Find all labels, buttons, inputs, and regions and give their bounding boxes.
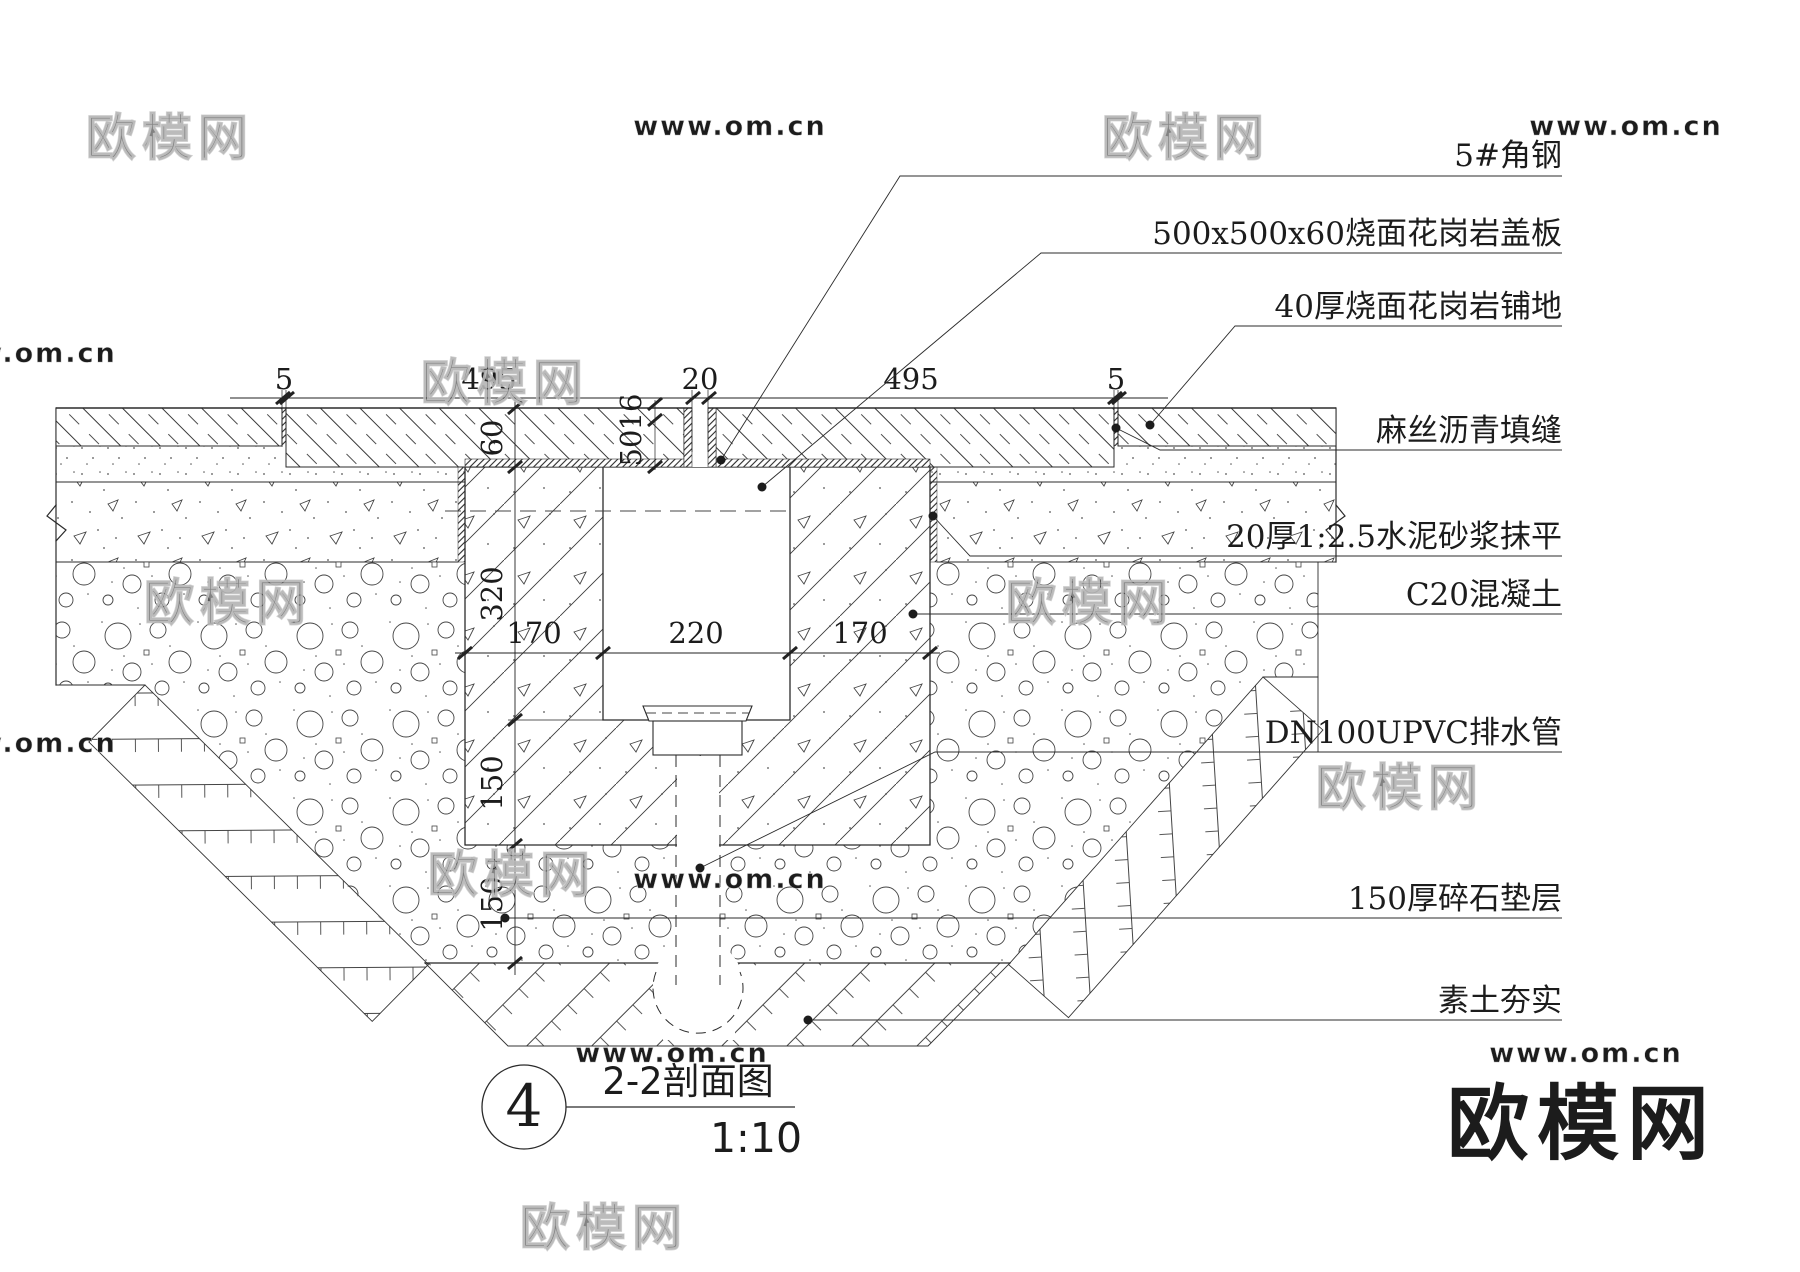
callout-granite-paving: 40厚烧面花岗岩铺地: [1275, 289, 1562, 325]
callout-compacted-soil: 素土夯实: [1438, 983, 1562, 1019]
granite-cover-right: [715, 407, 1115, 468]
callout-asphalt-joint: 麻丝沥青填缝: [1376, 413, 1562, 449]
granite-paving-right: [1117, 407, 1337, 447]
detail-scale: 1:10: [710, 1114, 802, 1162]
callout-angle-steel: 5#角钢: [1454, 138, 1562, 174]
callout-granite-cover: 500x500x60烧面花岗岩盖板: [1152, 216, 1562, 252]
watermarks: 欧模网 欧模网 欧模网 欧模网 欧模网 欧模网 欧模网 欧模网 www.om.c…: [0, 108, 1723, 1257]
drain-pipe: [642, 705, 753, 1040]
callout-cement-mortar: 20厚1:2.5水泥砂浆抹平: [1226, 519, 1562, 555]
callout-gravel-cushion: 150厚碎石垫层: [1348, 881, 1562, 917]
svg-text:欧模网: 欧模网: [144, 574, 312, 632]
mortar-strip-left: [457, 466, 466, 563]
detail-title: 2-2剖面图: [602, 1060, 773, 1103]
asphalt-joint-left: [282, 408, 286, 446]
dim-cushion-150: 150: [475, 876, 509, 931]
dim-top-20: 20: [682, 362, 719, 396]
svg-text:www.om.cn: www.om.cn: [575, 1038, 769, 1069]
soil-slope-right: [1007, 676, 1324, 1019]
callout-upvc-pipe: DN100UPVC排水管: [1265, 715, 1562, 751]
angle-steel-leg-right: [715, 458, 931, 468]
dim-wall-170l: 170: [506, 616, 561, 650]
svg-text:www.om.cn: www.om.cn: [1489, 1038, 1683, 1069]
angle-steel-leg-left: [464, 458, 685, 468]
svg-text:欧模网: 欧模网: [520, 1199, 688, 1257]
dim-top-5l: 5: [275, 362, 293, 396]
pipe-bell-dashed: [652, 971, 744, 1034]
granite-cover-left: [285, 407, 685, 468]
svg-text:欧模网: 欧模网: [1006, 574, 1174, 632]
svg-text:www.om.cn: www.om.cn: [0, 338, 117, 369]
dimension-texts: 5 495 20 495 5 60 320 150 150 16 50 170 …: [275, 362, 1125, 932]
soil-slope-left: [88, 684, 430, 1023]
svg-text:欧模网: 欧模网: [1316, 759, 1484, 817]
dim-top-495r: 495: [883, 362, 938, 396]
dim-top-5r: 5: [1107, 362, 1125, 396]
svg-text:www.om.cn: www.om.cn: [0, 728, 117, 759]
granite-paving-left: [55, 407, 283, 447]
leader-lines: [505, 175, 1562, 1021]
detail-number: 4: [506, 1072, 543, 1140]
drain-grate-flange: [642, 705, 753, 722]
angle-steel-upright-right: [707, 407, 717, 468]
watermark-site: 欧模网: [86, 109, 254, 167]
svg-text:欧模网: 欧模网: [1102, 109, 1270, 167]
dim-wall-170r: 170: [832, 616, 887, 650]
svg-text:欧模网: 欧模网: [428, 846, 596, 904]
callout-c20-concrete: C20混凝土: [1406, 577, 1562, 613]
dim-depth-320: 320: [475, 566, 509, 621]
leader-dots: [500, 420, 1155, 1025]
dim-floor-150: 150: [475, 755, 509, 810]
concrete-slab-left: [56, 482, 458, 562]
svg-text:www.om.cn: www.om.cn: [633, 864, 827, 895]
watermark-url: www.om.cn: [633, 111, 827, 142]
dim-slot-16: 16: [614, 394, 648, 431]
site-logo: 欧模网: [1447, 1077, 1717, 1172]
angle-steel-upright-left: [683, 407, 693, 468]
paving-and-covers: [55, 407, 1337, 468]
drain-body: [652, 720, 743, 756]
break-symbol-left: [46, 504, 67, 542]
drain-slot: [692, 408, 708, 467]
callout-labels: 5#角钢 500x500x60烧面花岗岩盖板 40厚烧面花岗岩铺地 麻丝沥青填缝…: [1152, 138, 1562, 1019]
concrete-slab-right: [937, 482, 1336, 562]
dimensions: [230, 390, 1168, 975]
svg-text:欧模网: 欧模网: [421, 354, 589, 412]
svg-text:www.om.cn: www.om.cn: [1529, 111, 1723, 142]
dim-cover-60: 60: [475, 420, 509, 457]
dim-inner-220: 220: [668, 616, 723, 650]
dim-top-495l: 495: [461, 362, 516, 396]
break-symbol-right: [1325, 504, 1346, 542]
dim-slot-50: 50: [614, 430, 648, 467]
title-block: 4 2-2剖面图 1:10: [481, 1060, 802, 1162]
